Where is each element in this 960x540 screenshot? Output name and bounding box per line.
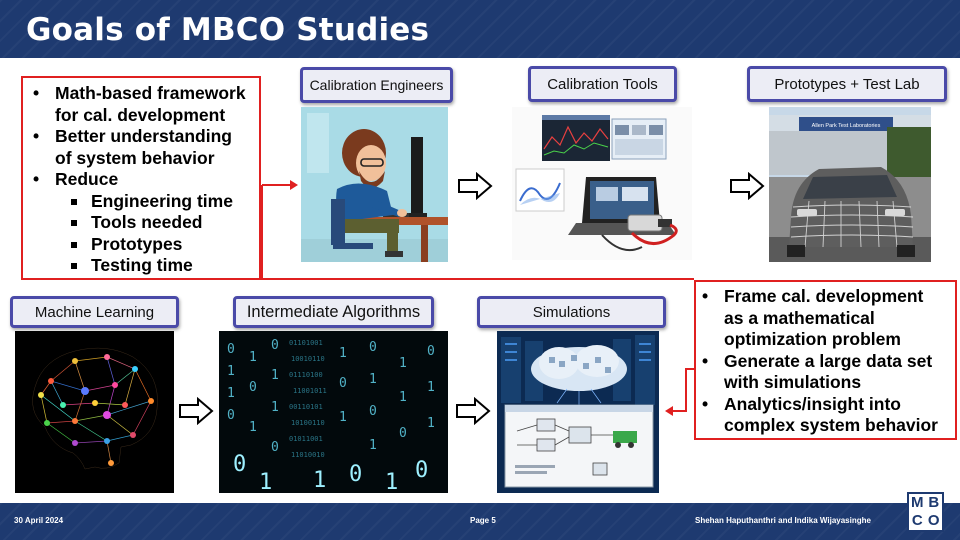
right-arrow-icon	[179, 397, 214, 425]
svg-text:01011001: 01011001	[289, 435, 323, 443]
mbco-bullet-cont: optimization problem	[724, 329, 901, 349]
footer-date: 30 April 2024	[14, 516, 64, 525]
goal-bullet-cont: of system behavior	[55, 147, 215, 168]
mbco-bullet: Analytics/insight into	[696, 394, 955, 416]
svg-text:0: 0	[369, 404, 377, 419]
svg-text:10100110: 10100110	[291, 419, 325, 427]
simulations-label: Simulations	[477, 296, 666, 328]
logo-letter: C	[911, 512, 923, 529]
footer-page-number: Page 5	[470, 516, 496, 525]
svg-text:0: 0	[227, 342, 235, 357]
svg-text:10010110: 10010110	[291, 355, 325, 363]
svg-text:1: 1	[271, 368, 279, 383]
goal-bullet-cont: for cal. development	[55, 104, 226, 125]
svg-text:0: 0	[249, 380, 257, 395]
svg-text:11010010: 11010010	[291, 451, 325, 459]
goals-list: Math-based framework for cal. developmen…	[27, 83, 259, 277]
slide-title: Goals of MBCO Studies	[26, 12, 430, 48]
svg-text:0: 0	[271, 338, 279, 353]
logo-letter: O	[927, 512, 940, 529]
svg-text:00110101: 00110101	[289, 403, 323, 411]
svg-text:01110100: 01110100	[289, 371, 323, 379]
mbco-bullet: Frame cal. development	[696, 286, 955, 308]
svg-text:0: 0	[233, 452, 246, 477]
svg-text:1: 1	[227, 364, 235, 379]
svg-text:0: 0	[415, 458, 428, 483]
svg-text:1: 1	[339, 410, 347, 425]
svg-text:1: 1	[385, 470, 398, 493]
prototypes-test-lab-label: Prototypes + Test Lab	[747, 66, 947, 102]
svg-text:1: 1	[259, 470, 272, 493]
logo-letter: M	[911, 494, 924, 511]
svg-text:0: 0	[349, 462, 362, 487]
goal-bullet: Math-based framework	[27, 83, 259, 105]
svg-text:1: 1	[249, 420, 257, 435]
svg-text:0: 0	[227, 408, 235, 423]
mbco-bullet-cont: with simulations	[724, 372, 862, 392]
svg-text:01101001: 01101001	[289, 339, 323, 347]
calibration-tools-label: Calibration Tools	[528, 66, 677, 102]
mbco-bullet-cont: complex system behavior	[724, 415, 938, 435]
building-sign: Allen Park Test Laboratories	[812, 123, 881, 129]
goals-box: Math-based framework for cal. developmen…	[21, 76, 261, 280]
svg-text:0: 0	[369, 340, 377, 355]
mbco-bullet-cont: as a mathematical	[724, 307, 875, 328]
machine-learning-brain-image	[15, 331, 174, 493]
svg-text:1: 1	[339, 346, 347, 361]
simulations-image	[497, 331, 659, 493]
svg-text:1: 1	[369, 372, 377, 387]
mbco-objectives-box: Frame cal. development as a mathematical…	[694, 280, 957, 440]
svg-text:1: 1	[227, 386, 235, 401]
mbco-list: Frame cal. development as a mathematical…	[696, 286, 955, 437]
machine-learning-label: Machine Learning	[10, 296, 179, 328]
svg-text:11001011: 11001011	[293, 387, 327, 395]
calibration-tools-image	[512, 107, 692, 260]
goal-sub-bullet: Tools needed	[27, 212, 259, 234]
svg-text:1: 1	[399, 390, 407, 405]
svg-text:1: 1	[369, 438, 377, 453]
svg-text:1: 1	[427, 416, 435, 431]
right-arrow-icon	[458, 172, 493, 200]
goal-sub-bullet: Prototypes	[27, 234, 259, 256]
svg-text:1: 1	[271, 400, 279, 415]
calibration-engineers-label: Calibration Engineers	[300, 67, 453, 103]
svg-text:1: 1	[249, 350, 257, 365]
svg-text:1: 1	[313, 468, 326, 493]
calibration-engineer-image	[301, 107, 448, 262]
right-arrow-icon	[730, 172, 765, 200]
svg-text:0: 0	[399, 426, 407, 441]
goal-sub-bullet: Testing time	[27, 255, 259, 277]
goal-bullet: Reduce	[27, 169, 259, 191]
footer-bar	[0, 503, 960, 540]
svg-text:0: 0	[271, 440, 279, 455]
mbco-bullet: Generate a large data set	[696, 351, 955, 373]
svg-text:0: 0	[427, 344, 435, 359]
mbco-logo: M B C O	[907, 492, 944, 532]
svg-text:1: 1	[399, 356, 407, 371]
goal-sub-bullet: Engineering time	[27, 191, 259, 213]
svg-text:0: 0	[339, 376, 347, 391]
right-arrow-icon	[456, 397, 491, 425]
goal-bullet: Better understanding	[27, 126, 259, 148]
svg-text:1: 1	[427, 380, 435, 395]
title-bar	[0, 0, 960, 58]
intermediate-algorithms-label: Intermediate Algorithms	[233, 296, 434, 328]
footer-authors: Shehan Haputhanthri and Indika Wijayasin…	[695, 516, 871, 525]
logo-letter: B	[928, 494, 940, 511]
prototype-car-image: Allen Park Test Laboratories	[769, 107, 931, 262]
